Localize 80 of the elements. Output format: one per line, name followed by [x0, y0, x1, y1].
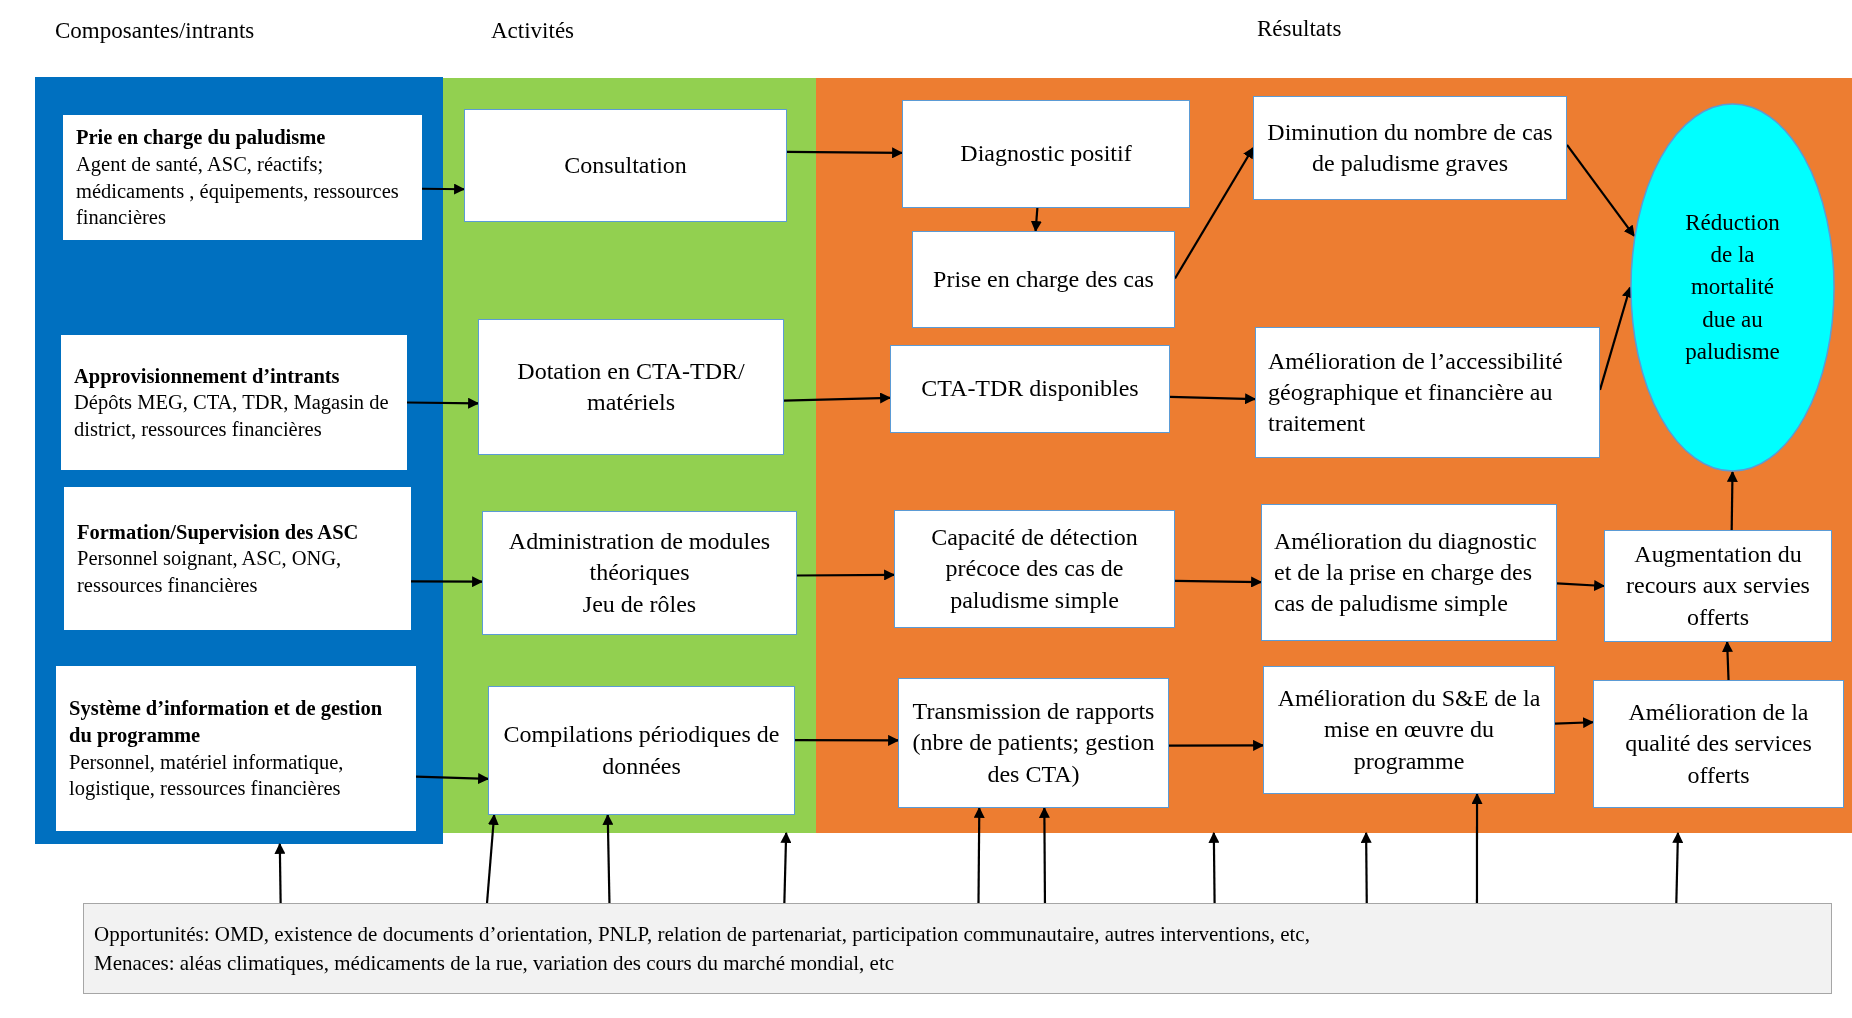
- input-box: [61, 335, 407, 470]
- input-box: [63, 115, 422, 240]
- process-box: [478, 319, 784, 455]
- box-text: Augmentation du recours aux servies offerts: [1625, 540, 1811, 632]
- process-box: [912, 231, 1175, 328]
- input-box: [64, 487, 411, 630]
- arrow: [422, 183, 466, 195]
- box-text: Dépôts MEG, CTA, TDR, Magasin de district, ressources financières: [74, 390, 390, 442]
- box-text: Agent de santé, ASC, réactifs; médicaments , équipements, ressources financières: [76, 151, 400, 231]
- arrow: [1726, 470, 1738, 530]
- arrow: [1471, 792, 1483, 903]
- arrow: [1556, 579, 1606, 591]
- box-text: Amélioration de la qualité des services offerts: [1624, 698, 1813, 790]
- box-heading: Formation/Supervision des ASC: [77, 519, 360, 546]
- arrow: [1175, 576, 1263, 588]
- box-text: Compilations périodiques de données: [502, 720, 781, 781]
- box-text: Amélioration du S&E de la mise en œuvre du programme: [1276, 684, 1542, 776]
- arrow: [1208, 831, 1220, 903]
- box-text: Personnel, matériel informatique, logistique, ressources financières: [69, 749, 345, 802]
- box-text: Administration de modules théoriques: [507, 527, 772, 588]
- box-heading: Système d’information et de gestion du programme: [69, 696, 384, 749]
- arrow: [1360, 831, 1372, 903]
- arrow: [1038, 806, 1050, 903]
- arrow: [1030, 207, 1042, 233]
- arrow: [795, 734, 900, 746]
- column-heading: Composantes/intrants: [55, 18, 255, 44]
- context-box: [83, 903, 1832, 994]
- box-text: Amélioration du diagnostic et de la prise en charge des cas de paludisme simple: [1274, 526, 1538, 619]
- process-box: [1253, 96, 1567, 200]
- arrow: [1722, 640, 1733, 681]
- arrow: [1672, 831, 1684, 904]
- box-heading: Approvisionnement d’intrants: [74, 363, 341, 390]
- process-box: [1261, 504, 1557, 641]
- box-text: Transmission de rapports (nbre de patients; gestion des CTA): [911, 697, 1156, 789]
- process-box: [464, 109, 787, 222]
- arrow: [415, 773, 490, 785]
- process-box: [482, 511, 797, 635]
- box-heading: Prie en charge du paludisme: [76, 125, 327, 151]
- column-heading: Activités: [491, 18, 575, 44]
- process-box: [1263, 666, 1555, 794]
- arrow: [1169, 739, 1265, 751]
- box-text: Diminution du nombre de cas de paludisme graves: [1266, 117, 1554, 178]
- arrow: [1598, 286, 1633, 391]
- box-text: Menaces: aléas climatiques, médicaments de la rue, variation des cours du marché mondial, etc: [94, 949, 896, 977]
- arrow: [797, 569, 896, 581]
- box-text: Prise en charge des cas: [933, 264, 1154, 294]
- arrow: [407, 397, 480, 409]
- arrow: [411, 576, 484, 588]
- box-text: Amélioration de l’accessibilité géographique et financière au traitement: [1268, 346, 1564, 439]
- arrow: [274, 842, 286, 903]
- outcome-ellipse: [1630, 103, 1835, 472]
- process-box: [894, 510, 1175, 628]
- process-box: [1593, 680, 1844, 808]
- arrow: [783, 392, 892, 404]
- arrow: [485, 813, 499, 904]
- process-box: [898, 678, 1169, 808]
- arrow: [1174, 147, 1254, 280]
- box-text: Opportunités: OMD, existence de documents d’orientation, PNLP, relation de partenariat, participation communautaire, autres interventions, etc,: [94, 921, 1311, 949]
- box-text: Personnel soignant, ASC, ONG, ressources financières: [77, 546, 343, 598]
- input-box: [56, 666, 416, 831]
- arrow: [1169, 393, 1257, 405]
- column-heading: Résultats: [1257, 16, 1342, 42]
- box-text: Consultation: [564, 150, 687, 180]
- arrow: [787, 147, 904, 159]
- arrow: [780, 831, 792, 904]
- box-text: Dotation en CTA-TDR/ matériels: [516, 356, 746, 417]
- process-box: [488, 686, 795, 815]
- arrow: [973, 806, 985, 903]
- box-text: Diagnostic positif: [960, 139, 1132, 169]
- arrow: [1566, 144, 1635, 237]
- process-box: [1255, 327, 1600, 458]
- arrow: [602, 813, 614, 904]
- box-text: CTA-TDR disponibles: [921, 374, 1139, 404]
- process-box: [902, 100, 1190, 208]
- process-box: [890, 345, 1170, 433]
- box-text: Jeu de rôles: [582, 589, 697, 619]
- process-box: [1604, 530, 1832, 642]
- arrow: [1554, 717, 1595, 729]
- box-text: Capacité de détection précoce des cas de paludisme simple: [930, 523, 1139, 615]
- box-text: Réduction de la mortalité due au paludisme: [1684, 209, 1781, 366]
